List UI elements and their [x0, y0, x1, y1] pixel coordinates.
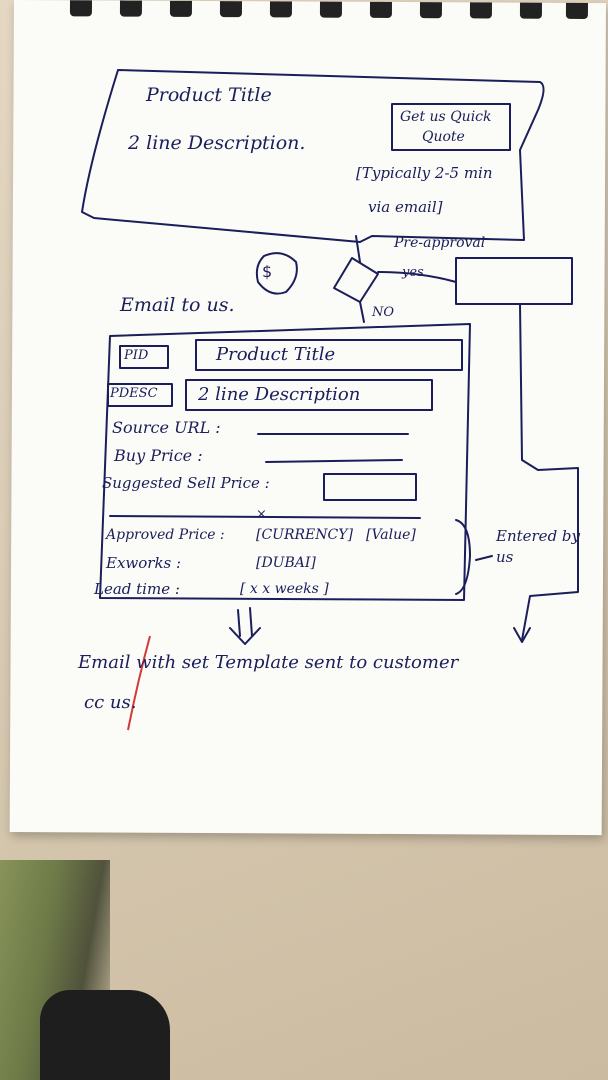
pdesc-label: PDESC [110, 386, 158, 401]
value-field[interactable]: [Value] [366, 527, 416, 543]
yes-label: yes [402, 265, 424, 280]
divider-x-mark: × [256, 507, 267, 522]
quote-button-line2: Quote [422, 129, 465, 145]
money-cycle-icon: $ [262, 262, 273, 281]
decision-diamond-icon [334, 258, 378, 302]
no-label: NO [372, 305, 395, 320]
approved-price-label: Approved Price : [106, 527, 225, 543]
suggested-sell-label: Suggested Sell Price : [102, 474, 270, 492]
product-title-field[interactable]: Product Title [196, 340, 462, 370]
source-url-label: Source URL : [112, 418, 221, 437]
exworks-value[interactable]: [DUBAI] [256, 555, 316, 571]
dark-object [40, 990, 170, 1080]
description-label: 2 line Description. [128, 132, 306, 154]
pre-approval-label: Pre-approval [394, 235, 486, 251]
description-field[interactable]: 2 line Description [186, 380, 432, 410]
entered-by-note: Entered by us [496, 527, 581, 566]
source-url-field[interactable] [258, 420, 408, 436]
quote-note-line1: [Typically 2-5 min [356, 164, 493, 182]
final-note-line2: cc us. [84, 692, 137, 713]
quote-button-line1: Get us Quick [400, 109, 492, 125]
buy-price-label: Buy Price : [114, 446, 203, 465]
pid-label: PID [124, 348, 149, 363]
final-note-line1: Email with set Template sent to customer [78, 652, 459, 673]
get-quick-quote-button[interactable]: Get us Quick Quote [392, 104, 510, 150]
quote-note-line2: via email] [368, 198, 443, 216]
project-title-label: Product Title [146, 84, 272, 106]
currency-field[interactable]: [CURRENCY] [256, 527, 353, 543]
leadtime-value[interactable]: [ x x weeks ] [240, 581, 329, 597]
product-title-value: Product Title [216, 344, 336, 365]
exworks-label: Exworks : [106, 554, 182, 572]
buy-price-field[interactable] [266, 446, 402, 462]
description-value: 2 line Description [198, 384, 361, 405]
yes-target-box [456, 258, 572, 304]
leadtime-label: Lead time : [94, 580, 180, 598]
suggested-sell-field[interactable] [324, 474, 416, 500]
email-to-us-label: Email to us. [120, 294, 235, 316]
